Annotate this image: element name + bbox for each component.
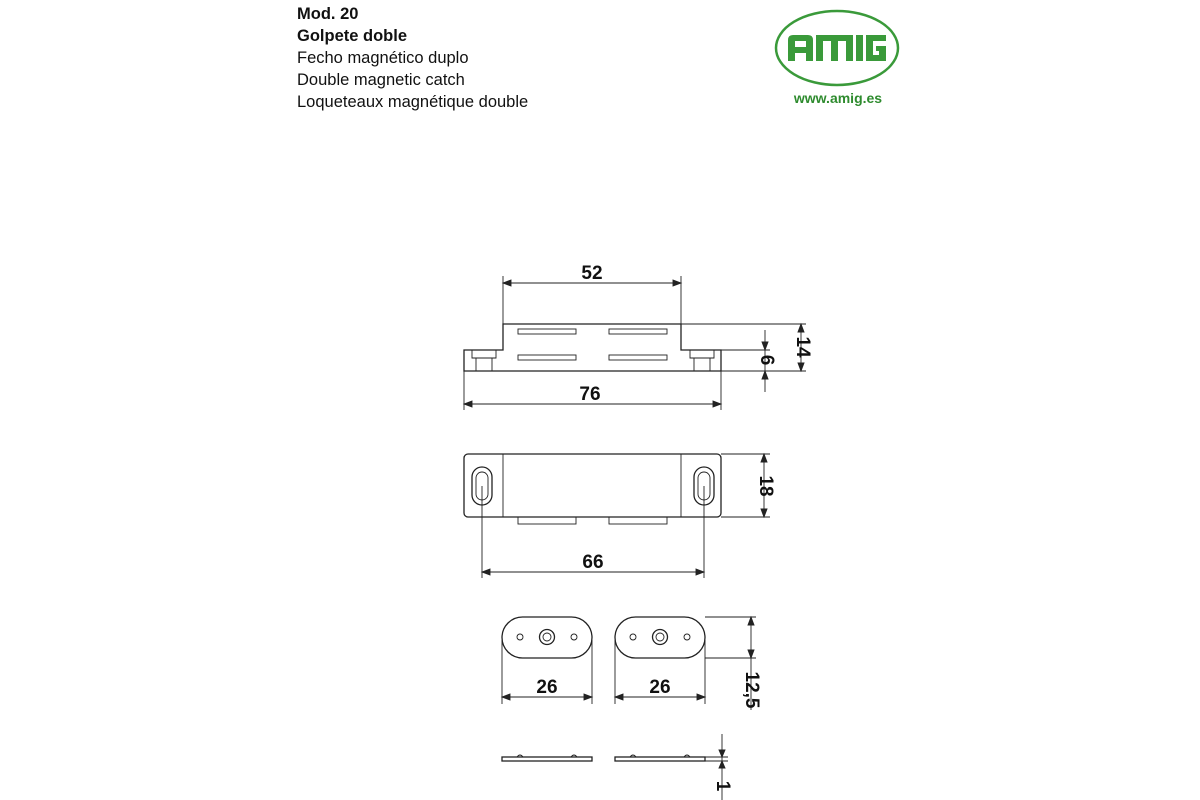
- title-block: Mod. 20 Golpete doble Fecho magnético du…: [297, 3, 528, 113]
- product-name-pt: Fecho magnético duplo: [297, 49, 469, 67]
- plate-side-view: 1: [501, 734, 733, 800]
- strike-plates-view: 26 26 12,5: [500, 615, 762, 710]
- dim-top-width: 52: [581, 263, 602, 284]
- product-name-fr: Loqueteaux magnétique double: [297, 93, 529, 111]
- product-name-es: Golpete doble: [297, 27, 408, 45]
- product-name-en: Double magnetic catch: [297, 71, 465, 89]
- dim-plate-length-left: 26: [536, 677, 557, 698]
- dim-hole-spacing: 66: [582, 552, 603, 573]
- top-view: 18 66: [463, 452, 776, 578]
- dim-plate-width: 12,5: [741, 672, 762, 709]
- dim-height-base: 6: [756, 355, 777, 366]
- model-number: Mod. 20: [297, 5, 359, 23]
- dim-total-length: 76: [579, 384, 600, 405]
- side-view: 52 76 14 6: [462, 263, 813, 410]
- dim-plate-thickness: 1: [712, 781, 733, 792]
- dim-width: 18: [755, 475, 776, 496]
- dim-height-total: 14: [792, 336, 813, 358]
- amig-logo: [774, 9, 900, 87]
- dim-plate-length-right: 26: [649, 677, 670, 698]
- website-link[interactable]: www.amig.es: [793, 90, 883, 106]
